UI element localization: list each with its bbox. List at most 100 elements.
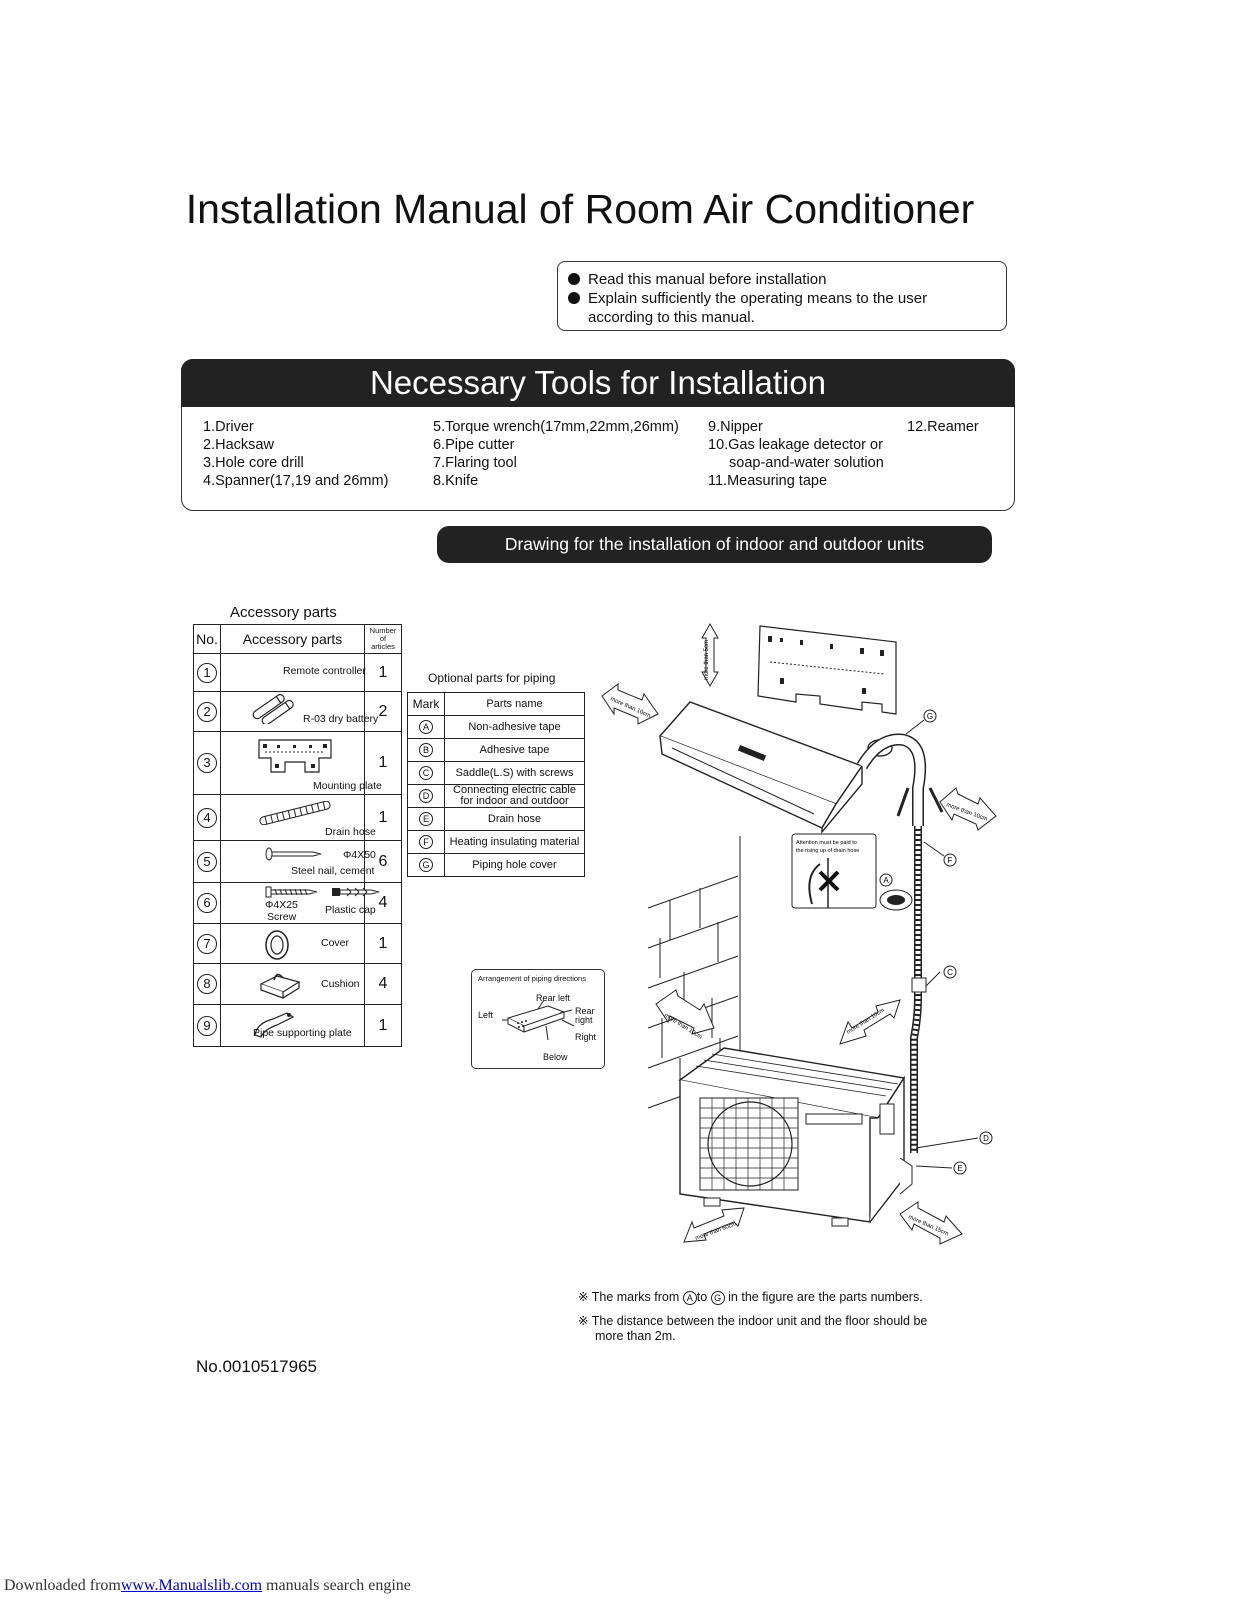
- table-row: 5 Φ4X50 Steel nail, cement 6: [193, 840, 402, 883]
- mark-a-circle: A: [682, 1291, 697, 1305]
- tool-item: soap-and-water solution: [729, 455, 884, 471]
- page-title: Installation Manual of Room Air Conditio…: [185, 186, 975, 232]
- note-symbol: ※: [578, 1290, 589, 1304]
- manualslib-link[interactable]: www.Manualslib.com: [120, 1577, 263, 1594]
- note-symbol: ※: [578, 1314, 589, 1328]
- piping-assembly-drawing: [856, 733, 944, 1153]
- table-header-row: Mark Parts name: [407, 692, 585, 716]
- part-mark: C: [419, 766, 433, 780]
- outdoor-unit-drawing: [678, 1047, 913, 1227]
- tool-item: 12.Reamer: [907, 419, 979, 435]
- row-number: 8: [197, 974, 217, 994]
- tools-column-4: 12.Reamer: [907, 418, 979, 436]
- part-count: 4: [364, 963, 402, 1005]
- row-number: 1: [197, 662, 217, 683]
- bullet-icon: [568, 273, 580, 285]
- clearance-arrow-mid-left: more than 10cm: [655, 989, 715, 1041]
- clearance-arrow-left: more than 10cm: [601, 683, 659, 725]
- mark-f: F: [948, 856, 953, 865]
- part-name: Drain hose: [444, 807, 585, 831]
- direction-label: Left: [478, 1010, 494, 1020]
- mounting-plate-icon: [258, 739, 332, 773]
- note-item: Explain sufficiently the operating means…: [568, 289, 1006, 308]
- part-mark: F: [419, 835, 433, 849]
- mark-g-circle: G: [710, 1291, 725, 1305]
- part-name: Connecting electric cable: [453, 784, 576, 796]
- tool-item: 5.Torque wrench(17mm,22mm,26mm): [433, 419, 679, 435]
- tool-item: 4.Spanner(17,19 and 26mm): [203, 473, 389, 489]
- part-mark: A: [419, 720, 433, 734]
- part-name: Drain hose: [325, 826, 376, 838]
- part-name: for indoor and outdoor: [460, 795, 569, 807]
- tools-column-3: 9.Nipper 10.Gas leakage detector or soap…: [708, 418, 884, 490]
- table-row: F Heating insulating material: [407, 830, 585, 854]
- tool-item: 1.Driver: [203, 419, 254, 435]
- mark-a: A: [883, 876, 889, 885]
- installation-figure: more than 5cm more than 10cm Attention m…: [601, 622, 997, 1245]
- column-header: Mark: [407, 692, 445, 716]
- part-name: Remote controller: [283, 665, 366, 677]
- clearance-arrow-bottom-left: more than 60cm: [683, 1207, 745, 1243]
- tool-item: 6.Pipe cutter: [433, 437, 515, 453]
- part-name: R-03 dry battery: [303, 713, 379, 725]
- table-row: 6 Φ4X25 Plastic cap Screw 4: [193, 882, 402, 924]
- table-row: 2 R-03 dry battery 2: [193, 691, 402, 732]
- tool-item: 2.Hacksaw: [203, 437, 274, 453]
- column-header: No.: [193, 624, 221, 654]
- row-number: 5: [197, 851, 217, 872]
- note-item: according to this manual.: [588, 309, 755, 326]
- svg-text:more than 10cm: more than 10cm: [846, 1008, 886, 1036]
- optional-caption: Optional parts for piping: [428, 671, 556, 685]
- notes-box: Read this manual before installation Exp…: [557, 261, 1007, 331]
- part-name: Steel nail, cement: [291, 865, 375, 877]
- footnote-distance: ※ The distance between the indoor unit a…: [578, 1314, 928, 1343]
- tool-item: 9.Nipper: [708, 419, 763, 435]
- clearance-label: more than 5cm: [704, 640, 710, 680]
- clearance-arrow-mid-right: more than 10cm: [839, 999, 901, 1045]
- screw-icon: [265, 886, 318, 898]
- table-row: 3 Mounting plate 1: [193, 731, 402, 795]
- part-name: Adhesive tape: [444, 738, 585, 762]
- mark-e: E: [957, 1164, 962, 1173]
- download-footer: Downloaded fromwww.Manualslib.com manual…: [4, 1577, 411, 1594]
- row-number: 6: [197, 893, 217, 913]
- cover-ring-icon: [265, 930, 289, 960]
- pipe-support-plate-icon: [254, 1012, 295, 1038]
- part-count: 1: [364, 653, 402, 692]
- part-name: Cover: [321, 937, 350, 949]
- bullet-icon: [568, 292, 580, 304]
- clearance-arrow-top: more than 5cm: [701, 622, 719, 688]
- part-count: 1: [364, 794, 402, 841]
- table-row: 8 Cushion 4: [193, 963, 402, 1005]
- drawing-heading: Drawing for the installation of indoor a…: [437, 526, 992, 563]
- mark-g: G: [927, 712, 933, 721]
- cushion-icon: [259, 973, 301, 999]
- part-count: 1: [364, 731, 402, 795]
- tool-item: 3.Hole core drill: [203, 455, 304, 471]
- table-row: 7 Cover 1: [193, 923, 402, 964]
- attention-text: Attention must be paid to: [796, 840, 857, 846]
- row-number: 7: [197, 933, 217, 954]
- part-name: Cushion: [321, 978, 360, 990]
- part-name: Heating insulating material: [444, 830, 585, 854]
- clearance-arrow-bottom-right: more than 15cm: [899, 1201, 963, 1245]
- tool-item: 8.Knife: [433, 473, 479, 489]
- tool-item: 10.Gas leakage detector or: [708, 437, 883, 453]
- tools-heading: Necessary Tools for Installation: [181, 359, 1015, 407]
- row-number: 4: [197, 807, 217, 828]
- table-row: 4 Drain hose 1: [193, 794, 402, 841]
- part-spec: Φ4X50: [343, 849, 376, 861]
- column-header: Accessory parts: [220, 624, 365, 654]
- direction-label: Right: [575, 1032, 597, 1042]
- indoor-unit-drawing: [658, 701, 864, 834]
- part-count: 2: [364, 691, 402, 732]
- part-name: Mounting plate: [313, 780, 382, 792]
- document-number: No.0010517965: [196, 1357, 318, 1376]
